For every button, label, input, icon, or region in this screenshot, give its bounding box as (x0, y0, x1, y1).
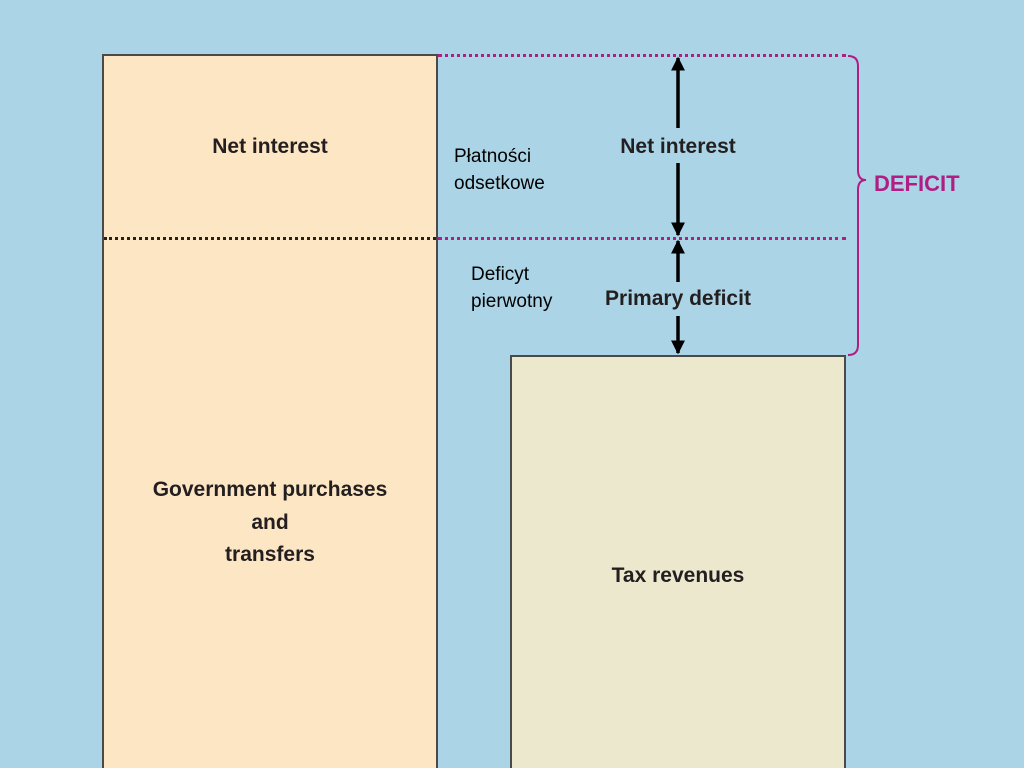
primary-deficit-label: Primary deficit (605, 287, 751, 310)
tax-revenues-label: Tax revenues (611, 564, 745, 587)
tax-revenues-block (510, 355, 846, 768)
primary-deficit-note-line-2: pierwotny (471, 290, 553, 312)
government-purchases-line-3: transfers (225, 543, 315, 567)
primary-deficit-polish-note: Deficyt pierwotny (471, 262, 552, 315)
deficit-label: DEFICIT (874, 171, 960, 196)
deficit-brace (847, 55, 867, 356)
government-spending-block (102, 54, 438, 768)
net-interest-divider (104, 237, 436, 240)
primary-deficit-note-line-1: Deficyt (471, 264, 530, 285)
net-interest-polish-note: Płatności odsetkowe (454, 144, 545, 197)
government-purchases-label: Government purchases and transfers (104, 474, 436, 572)
net-interest-note-line-1: Płatności (454, 146, 532, 167)
spending-level-guide (438, 54, 846, 57)
gap-net-interest-label: Net interest (620, 135, 736, 158)
primary-spending-level-guide (438, 237, 846, 240)
government-purchases-line-1: Government purchases (152, 478, 388, 501)
net-interest-note-line-2: odsetkowe (454, 172, 545, 194)
government-purchases-line-2: and (251, 510, 289, 534)
spending-net-interest-label: Net interest (212, 135, 328, 158)
